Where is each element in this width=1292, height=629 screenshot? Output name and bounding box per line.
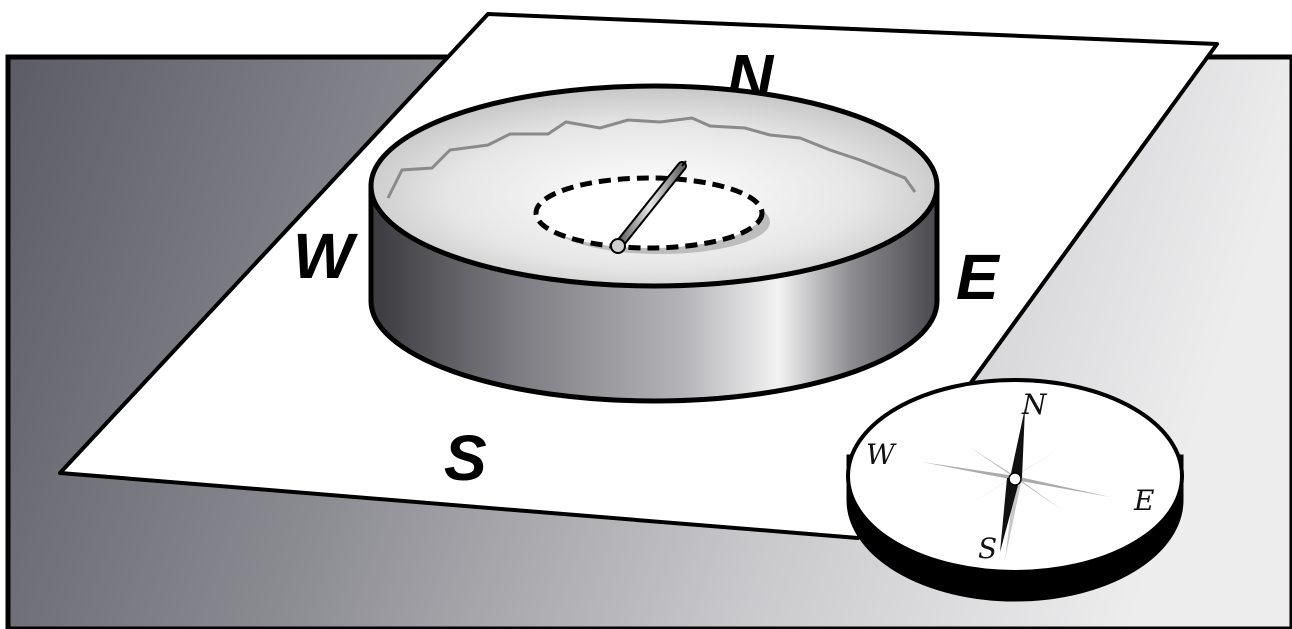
water-dish — [371, 86, 937, 401]
compass-label-east: E — [1133, 484, 1154, 517]
compass-label-north: N — [1021, 388, 1048, 421]
sheet-label-west: W — [293, 220, 358, 292]
sheet-label-east: E — [956, 241, 1001, 313]
compass-label-west: W — [866, 438, 897, 471]
compass-pivot — [1009, 473, 1021, 485]
compass-label-south: S — [978, 532, 997, 565]
small-compass: N W E S — [848, 380, 1182, 600]
sheet-label-south: S — [444, 422, 487, 494]
